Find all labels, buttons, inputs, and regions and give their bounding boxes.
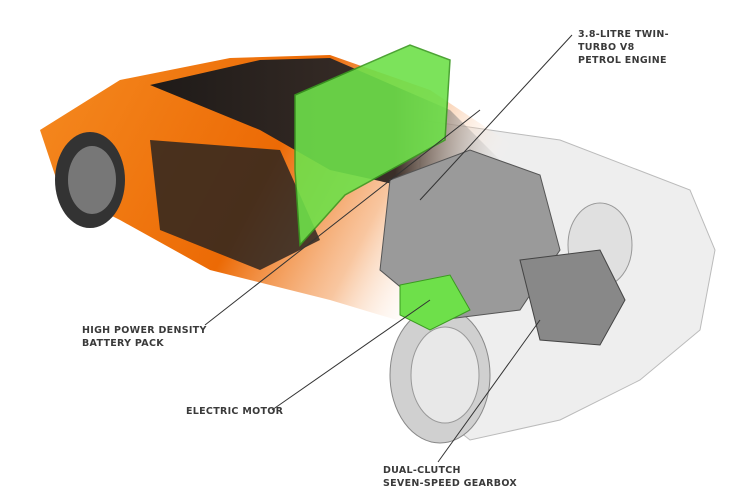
battery-pack	[294, 44, 451, 247]
battery-label: HIGH POWER DENSITY BATTERY PACK	[82, 324, 207, 350]
electric-motor	[399, 274, 471, 331]
gearbox-label-line: DUAL-CLUTCH	[383, 465, 461, 476]
engine-label-line: 3.8-LITRE TWIN-	[578, 29, 669, 40]
engine-label-line: PETROL ENGINE	[578, 55, 667, 66]
engine-leader-line	[419, 34, 573, 201]
battery-leader-line	[204, 109, 481, 326]
engine-label-line: TURBO V8	[578, 42, 635, 53]
motor-label-line: ELECTRIC MOTOR	[186, 406, 284, 417]
engine-label: 3.8-LITRE TWIN- TURBO V8 PETROL ENGINE	[578, 28, 669, 67]
motor-label: ELECTRIC MOTOR	[186, 405, 283, 418]
battery-label-line: BATTERY PACK	[82, 338, 164, 349]
motor-leader-line	[271, 299, 431, 411]
gearbox-label-line: SEVEN-SPEED GEARBOX	[383, 478, 518, 489]
battery-label-line: HIGH POWER DENSITY	[82, 325, 207, 336]
rear-wheel-near	[389, 306, 491, 444]
gearbox-leader-line	[437, 319, 541, 463]
side-intake	[150, 140, 320, 270]
gearbox	[519, 249, 626, 346]
gearbox-label: DUAL-CLUTCH SEVEN-SPEED GEARBOX	[383, 464, 517, 490]
front-wheel	[55, 132, 125, 228]
